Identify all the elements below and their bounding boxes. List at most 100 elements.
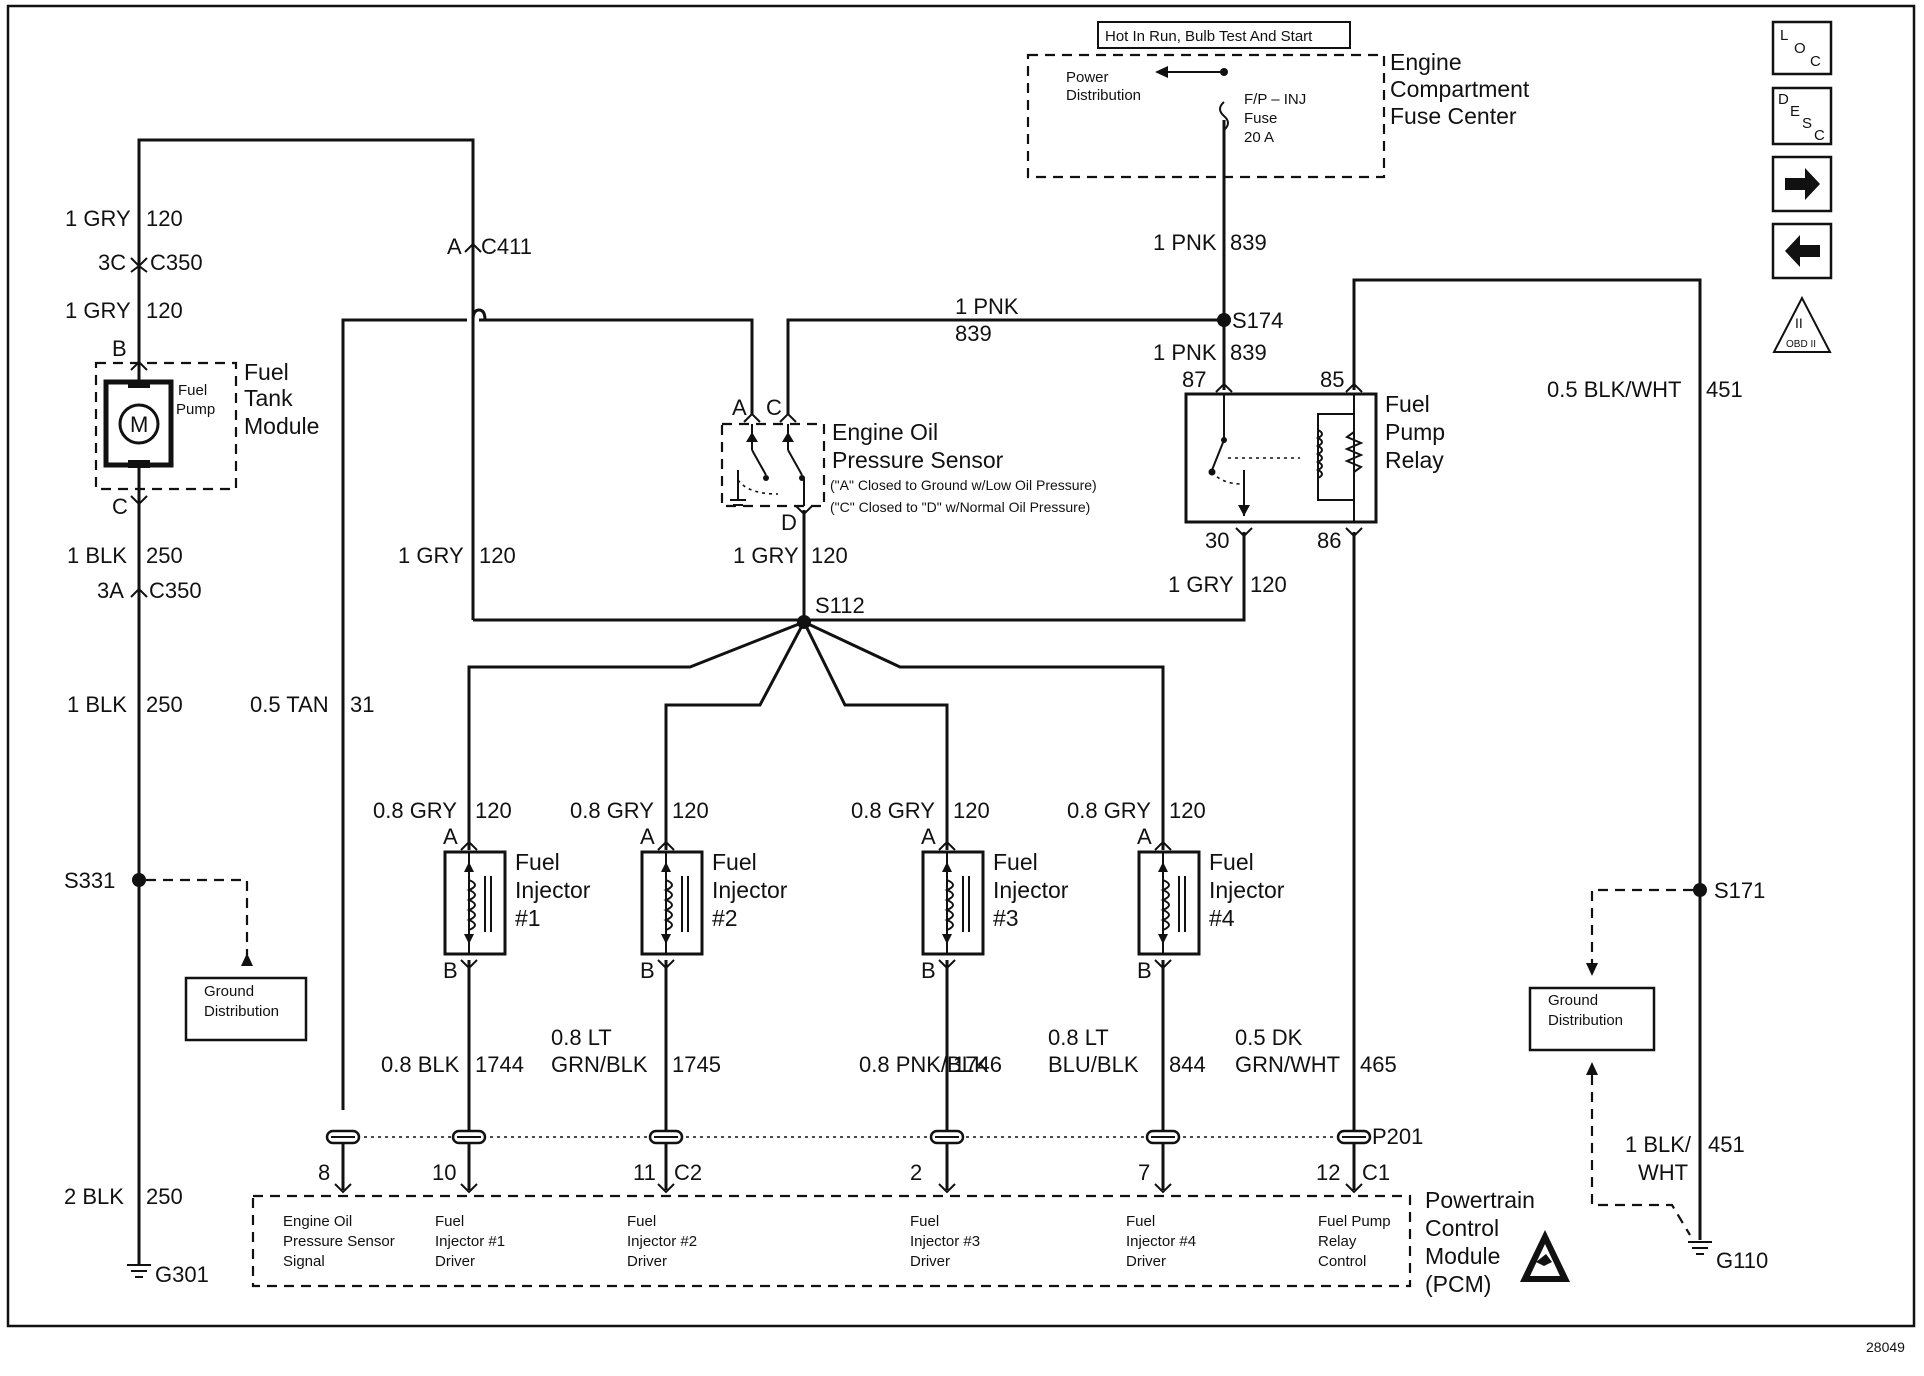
wire-circuit: 120	[146, 206, 183, 231]
diagram-frame	[6, 4, 1916, 1328]
powertrain-control-module: 8 10 11 C2 2 7 12 C1 Engine OilPressure …	[251, 1160, 1570, 1297]
next-page-arrow-icon[interactable]	[1771, 155, 1833, 213]
wire-circuit: 451	[1706, 377, 1743, 402]
pin-b: B	[921, 958, 936, 983]
svg-text:II: II	[1795, 315, 1803, 331]
wire-label: 0.8 GRY	[851, 798, 935, 823]
svg-text:Fuel: Fuel	[1385, 391, 1430, 417]
ground-icon	[1688, 1241, 1712, 1255]
pin-a: A	[640, 824, 655, 849]
svg-text:S: S	[1802, 115, 1812, 132]
wire-circuit: 120	[1169, 798, 1206, 823]
esd-warning-icon	[1520, 1230, 1570, 1282]
svg-text:Ground: Ground	[1548, 992, 1598, 1009]
svg-text:Control: Control	[1318, 1253, 1366, 1270]
wire-label: 0.8 LT	[551, 1025, 612, 1050]
wire-label: 1 GRY	[65, 206, 131, 231]
pcm-pin: 10	[432, 1160, 456, 1185]
ground-g110-label: G110	[1716, 1248, 1768, 1273]
injector-title: Injector	[712, 877, 788, 903]
wire-circuit: 120	[475, 798, 512, 823]
wire-circuit: 120	[1250, 572, 1287, 597]
pcm-pin: 7	[1138, 1160, 1150, 1185]
wire-circuit: 1744	[475, 1052, 524, 1077]
p201-connector-row	[325, 1129, 1372, 1194]
obd-ii-icon: II OBD II	[1772, 295, 1832, 353]
engine-compartment-fuse-center: Power Distribution F/P – INJ Fuse 20 A E…	[1026, 49, 1530, 179]
wire-circuit: 1746	[953, 1052, 1002, 1077]
wire-label: 1 PNK	[955, 294, 1019, 319]
svg-text:OBD II: OBD II	[1786, 339, 1816, 350]
injector-title: #2	[712, 905, 738, 931]
svg-text:M: M	[130, 412, 148, 437]
connector-id: C350	[149, 578, 202, 603]
wire-label: 1 BLK	[67, 692, 127, 717]
pcm-pin: 8	[318, 1160, 330, 1185]
fuse-center-title-2: Compartment	[1390, 76, 1530, 102]
svg-text:L: L	[1780, 27, 1788, 44]
svg-text:C: C	[1810, 53, 1821, 70]
wire-label: 0.8 GRY	[570, 798, 654, 823]
svg-text:Driver: Driver	[435, 1253, 475, 1270]
wire-label: 1 GRY	[398, 543, 464, 568]
wire-label: 0.5 DK	[1235, 1025, 1303, 1050]
ground-icon	[127, 1264, 151, 1278]
pcm-pin: 11	[633, 1160, 656, 1185]
connector-id: C411	[481, 234, 532, 259]
wire-label: 2 BLK	[64, 1184, 124, 1209]
ground-distribution-left: Ground Distribution	[184, 976, 308, 1042]
svg-text:Injector #3: Injector #3	[910, 1233, 980, 1250]
pin-a: A	[1137, 824, 1152, 849]
svg-text:O: O	[1794, 40, 1806, 57]
svg-text:("A" Closed to Ground w/Low Oi: ("A" Closed to Ground w/Low Oil Pressure…	[830, 477, 1097, 493]
svg-text:E: E	[1790, 103, 1800, 120]
injector-title: Fuel	[993, 849, 1038, 875]
svg-text:("C" Closed to "D" w/Normal Oi: ("C" Closed to "D" w/Normal Oil Pressure…	[830, 499, 1090, 515]
pin-b: B	[640, 958, 655, 983]
wire-label: 1 PNK	[1153, 340, 1217, 365]
svg-text:Engine Oil: Engine Oil	[832, 419, 938, 445]
pcm-pin: 2	[910, 1160, 922, 1185]
wire-circuit: 120	[146, 298, 183, 323]
wire-label: 0.8 LT	[1048, 1025, 1109, 1050]
power-distribution-label: Power	[1066, 69, 1109, 86]
svg-text:Relay: Relay	[1318, 1233, 1357, 1250]
svg-text:Injector #2: Injector #2	[627, 1233, 697, 1250]
injector-title: Injector	[1209, 877, 1285, 903]
splice-label: S171	[1714, 878, 1765, 903]
wire-label: 1 GRY	[65, 298, 131, 323]
description-nav-icon[interactable]: D E S C	[1771, 86, 1833, 146]
location-nav-icon[interactable]: L O C	[1771, 20, 1833, 76]
wire-label: 1 GRY	[733, 543, 799, 568]
svg-text:Module: Module	[244, 413, 319, 439]
fuse-center-title-1: Engine	[1390, 49, 1462, 75]
wire-label: 1 GRY	[1168, 572, 1234, 597]
previous-page-arrow-icon[interactable]	[1771, 222, 1833, 280]
wire-circuit: 839	[1230, 230, 1267, 255]
injector-title: Injector	[515, 877, 591, 903]
pin-86: 86	[1317, 528, 1341, 553]
injector-title: Injector	[993, 877, 1069, 903]
wire-circuit: 451	[1708, 1132, 1745, 1157]
svg-text:C: C	[1814, 127, 1825, 144]
wire-label-2: GRN/WHT	[1235, 1052, 1340, 1077]
wire-circuit: 839	[955, 321, 992, 346]
svg-text:(PCM): (PCM)	[1425, 1271, 1491, 1297]
fuel-pump-relay: 87 85 Fuel Pump Relay 30 86	[1182, 367, 1445, 553]
wire-label: 1 BLK/	[1625, 1132, 1692, 1157]
pin-85: 85	[1320, 367, 1344, 392]
fuel-tank-module: B M Fuel Pump Fuel Tank Module C	[94, 336, 319, 519]
splice-label: S174	[1232, 308, 1283, 333]
fuse-rating: 20 A	[1244, 129, 1274, 146]
svg-text:Pump: Pump	[176, 401, 215, 418]
svg-text:Distribution: Distribution	[1548, 1012, 1623, 1029]
splice-s331	[132, 873, 146, 887]
pin-a: A	[443, 824, 458, 849]
